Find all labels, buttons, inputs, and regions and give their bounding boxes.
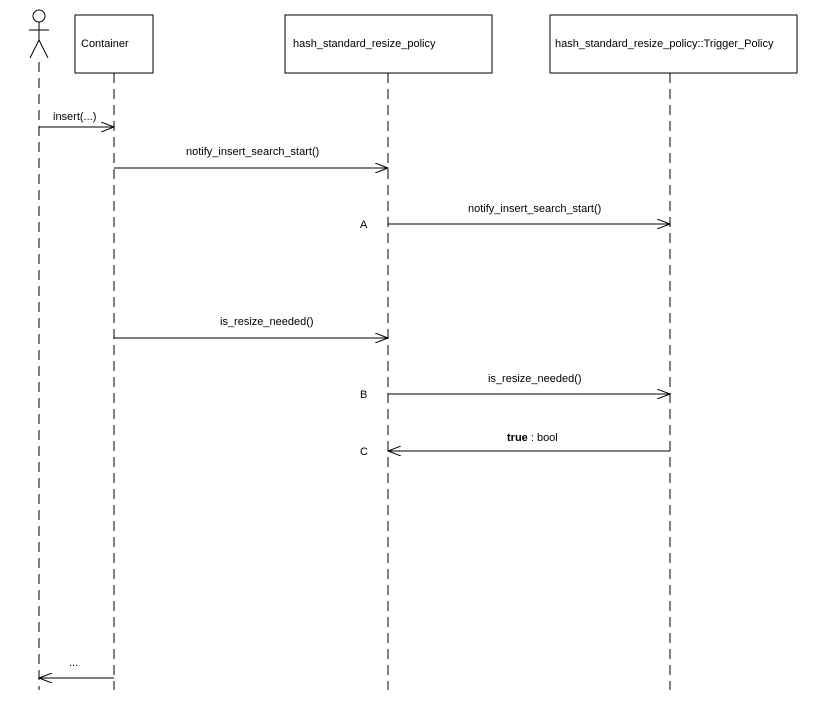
marker-b: B bbox=[360, 389, 367, 401]
participant-policy-label: hash_standard_resize_policy bbox=[293, 38, 436, 50]
message-return-ellipsis: ... bbox=[39, 657, 114, 678]
participant-policy: hash_standard_resize_policy bbox=[284, 14, 493, 74]
message-resize-1: is_resize_needed() bbox=[114, 316, 388, 338]
message-notify-1: notify_insert_search_start() bbox=[114, 146, 388, 168]
return-type: : bool bbox=[528, 432, 558, 444]
participant-trigger-label: hash_standard_resize_policy::Trigger_Pol… bbox=[555, 38, 774, 50]
message-insert: insert(...) bbox=[39, 111, 114, 127]
marker-c: C bbox=[360, 446, 368, 458]
message-return-label: true : bool bbox=[507, 432, 558, 444]
message-notify-2: notify_insert_search_start() bbox=[388, 203, 670, 224]
message-resize-2: is_resize_needed() bbox=[388, 373, 670, 394]
actor-figure bbox=[29, 9, 49, 59]
message-notify-2-label: notify_insert_search_start() bbox=[468, 203, 601, 215]
message-return-bool: true : bool bbox=[388, 432, 670, 451]
participant-trigger: hash_standard_resize_policy::Trigger_Pol… bbox=[549, 14, 798, 74]
return-value: true bbox=[507, 432, 528, 444]
message-resize-1-label: is_resize_needed() bbox=[220, 316, 314, 328]
message-ellipsis-label: ... bbox=[69, 657, 78, 669]
participant-container: Container bbox=[74, 14, 154, 74]
marker-a: A bbox=[360, 219, 368, 231]
message-resize-2-label: is_resize_needed() bbox=[488, 373, 582, 385]
message-notify-1-label: notify_insert_search_start() bbox=[186, 146, 319, 158]
participant-container-label: Container bbox=[81, 38, 129, 50]
message-insert-label: insert(...) bbox=[53, 111, 96, 123]
